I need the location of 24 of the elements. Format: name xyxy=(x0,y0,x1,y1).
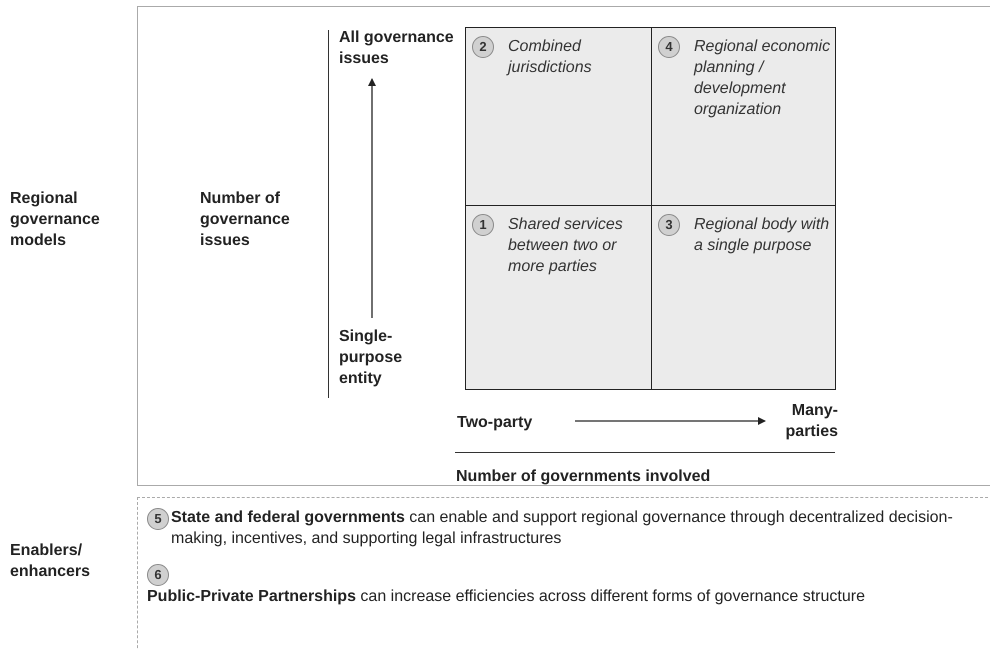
axis-end-label: Single-purpose entity xyxy=(339,327,404,389)
side-heading: Regional governance models xyxy=(10,189,101,251)
quadrant-cell xyxy=(651,205,836,390)
quadrant-cell xyxy=(651,27,836,207)
enabler-text: Public-Private Partnerships can increase efficiencies across different forms of governance structure xyxy=(147,587,866,607)
quadrant-text: Regional body with a single purpose xyxy=(694,215,830,256)
callout-number: 3 xyxy=(658,214,680,236)
axis-end-label: All governance issues xyxy=(339,28,455,69)
quadrant-text: Regional economic planning / development organization xyxy=(694,37,831,120)
enabler-text: State and federal governments can enable and support regional governance through decentralized decision-making, incentives, and supporting legal infrastructures xyxy=(171,508,954,549)
side-heading: Enablers/ enhancers xyxy=(10,541,92,582)
callout-number: 5 xyxy=(147,508,169,530)
axis-end-label: Many-parties xyxy=(784,401,838,442)
quadrant-cell xyxy=(465,205,653,390)
callout-number: 6 xyxy=(147,564,169,586)
axis-title: Number of governance issues xyxy=(200,189,291,251)
callout-number: 2 xyxy=(472,36,494,58)
axis-title: Number of governments involved xyxy=(456,467,712,487)
quadrant-text: Combined jurisdictions xyxy=(508,37,593,78)
callout-number: 1 xyxy=(472,214,494,236)
callout-number: 4 xyxy=(658,36,680,58)
quadrant-text: Shared services between two or more parties xyxy=(508,215,624,277)
axis-end-label: Two-party xyxy=(457,413,534,433)
quadrant-cell xyxy=(465,27,653,207)
